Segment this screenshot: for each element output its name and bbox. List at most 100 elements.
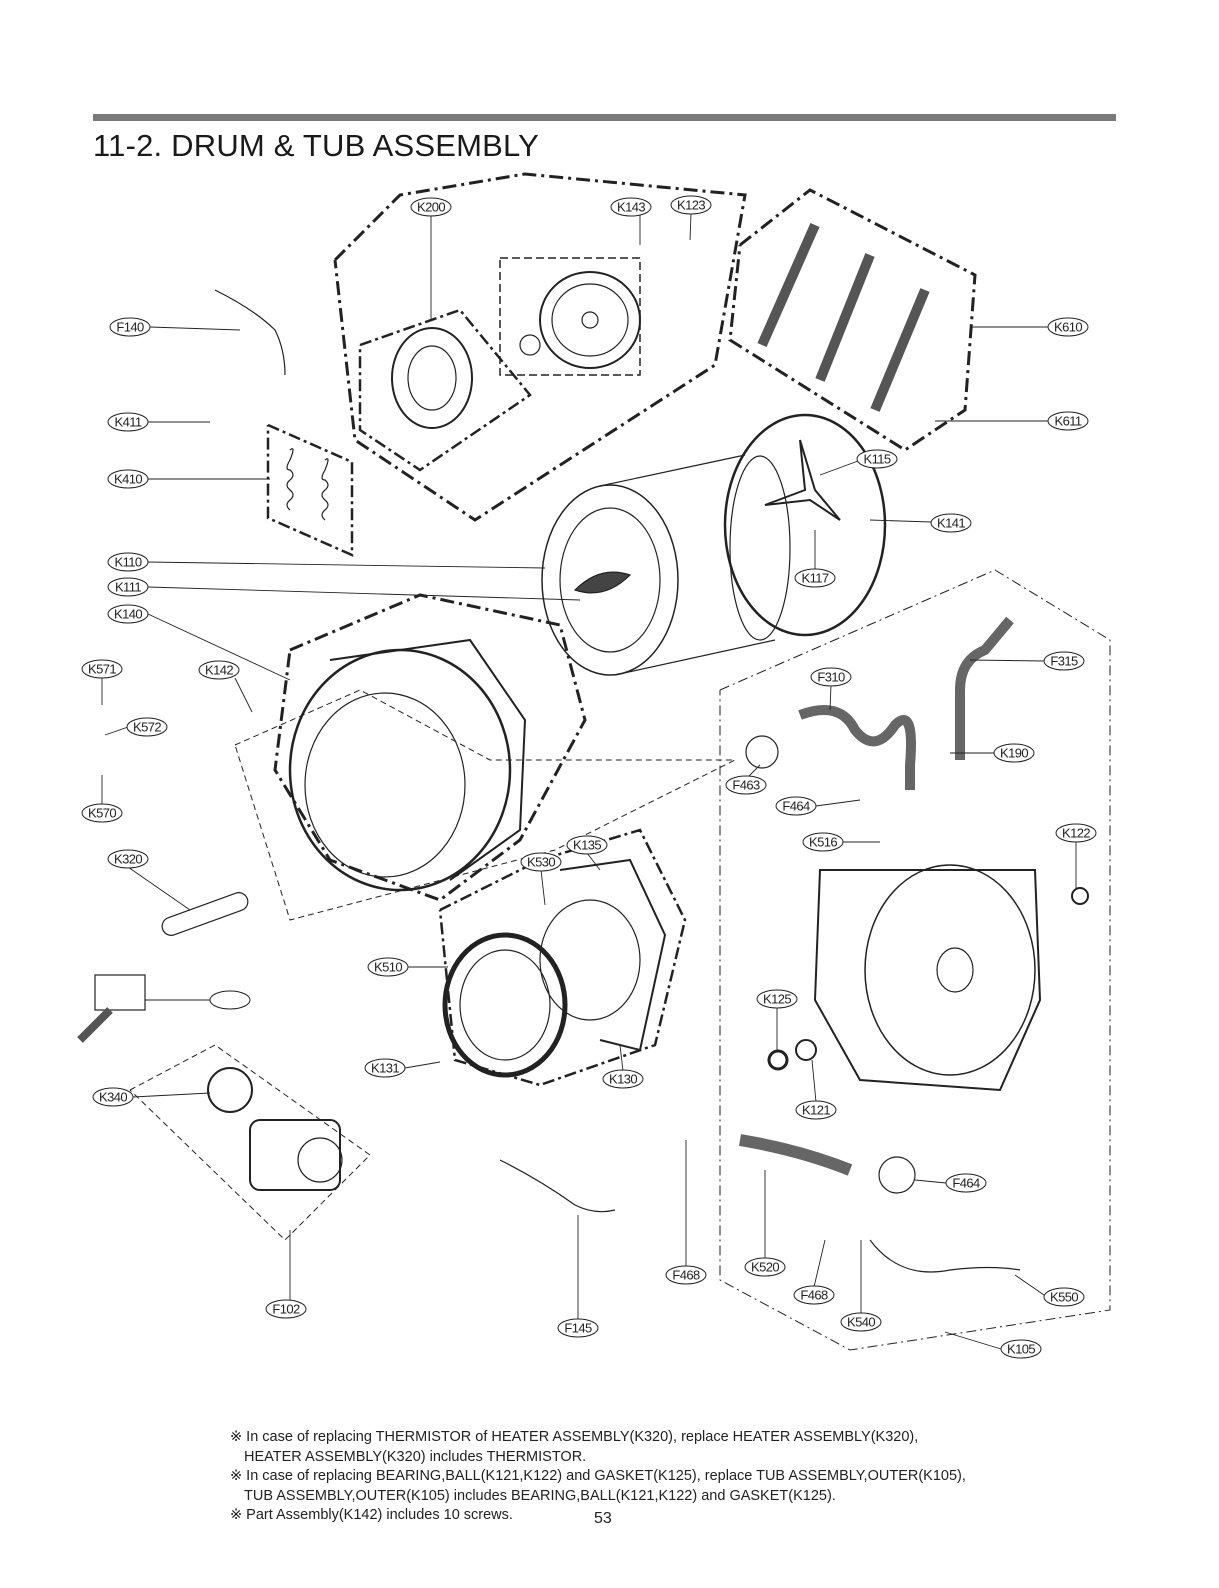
label-ellipse <box>107 604 149 624</box>
part-label-k130: K130 <box>602 1069 644 1089</box>
label-text: F468 <box>672 1268 700 1283</box>
part-label-k411: K411 <box>107 412 149 432</box>
group-boundary-dampers <box>728 188 977 452</box>
page-title: 11-2. DRUM & TUB ASSEMBLY <box>93 128 540 163</box>
part-label-k571: K571 <box>81 659 123 679</box>
label-text: K520 <box>751 1260 779 1275</box>
label-ellipse <box>92 1087 134 1107</box>
damper-part <box>870 288 930 412</box>
door-gasket-part <box>442 932 568 1078</box>
label-ellipse <box>367 957 409 977</box>
part-label-k200: K200 <box>410 197 452 217</box>
label-ellipse <box>1000 1339 1042 1359</box>
part-label-k190: K190 <box>993 743 1035 763</box>
label-ellipse <box>775 796 817 816</box>
label-ellipse <box>1055 823 1097 843</box>
part-label-f468: F468 <box>793 1285 835 1305</box>
page-number: 53 <box>594 1510 612 1527</box>
label-text: F464 <box>782 799 810 814</box>
group-boundary-stator <box>358 308 532 472</box>
hose-part <box>739 1134 853 1176</box>
part-label-k340: K340 <box>92 1087 134 1107</box>
label-text: F315 <box>1050 654 1078 669</box>
label-text: K115 <box>864 452 891 467</box>
label-text: K111 <box>115 580 141 595</box>
label-text: K140 <box>114 607 142 622</box>
part-label-k105: K105 <box>1000 1339 1042 1359</box>
bearing-part <box>795 1039 817 1061</box>
part-label-k131: K131 <box>364 1058 406 1078</box>
part-label-k111: K111 <box>107 577 149 597</box>
part-label-k611: K611 <box>1047 411 1089 431</box>
label-text: F310 <box>817 670 845 685</box>
clamp-part <box>878 1156 916 1194</box>
label-text: K135 <box>573 838 601 853</box>
part-label-k121: K121 <box>795 1100 837 1120</box>
label-text: K141 <box>937 516 965 531</box>
label-ellipse <box>602 1069 644 1089</box>
note-2-cont: TUB ASSEMBLY,OUTER(K105) includes BEARIN… <box>244 1487 836 1504</box>
clamp-part <box>745 735 779 769</box>
label-ellipse <box>1043 651 1085 671</box>
label-ellipse <box>725 775 767 795</box>
lifter-part <box>573 571 632 594</box>
pump-housing-part <box>249 1119 341 1191</box>
part-label-f464: F464 <box>945 1173 987 1193</box>
label-ellipse <box>107 849 149 869</box>
wire-harness-part <box>214 289 286 376</box>
front-tub-part <box>288 648 512 892</box>
label-text: F463 <box>732 778 760 793</box>
part-label-k125: K125 <box>756 989 798 1009</box>
part-label-k110: K110 <box>107 552 149 572</box>
label-ellipse <box>126 717 168 737</box>
label-ellipse <box>81 803 123 823</box>
label-ellipse <box>81 659 123 679</box>
label-text: K200 <box>417 200 445 215</box>
label-ellipse <box>107 412 149 432</box>
part-label-f145: F145 <box>557 1318 599 1338</box>
label-ellipse <box>945 1173 987 1193</box>
label-ellipse <box>993 743 1035 763</box>
sensor-wire-part <box>869 1239 1021 1273</box>
hub-part <box>519 334 541 356</box>
label-text: K320 <box>114 852 142 867</box>
part-label-k570: K570 <box>81 803 123 823</box>
part-label-k123: K123 <box>670 195 712 215</box>
damper-part <box>815 253 875 382</box>
drum-gasket-part <box>723 413 887 637</box>
part-label-k142: K142 <box>198 660 240 680</box>
label-text: K131 <box>371 1061 399 1076</box>
part-label-f310: F310 <box>810 667 852 687</box>
label-ellipse <box>794 568 836 588</box>
label-text: K570 <box>88 806 116 821</box>
part-label-f102: F102 <box>265 1299 307 1319</box>
label-ellipse <box>107 469 149 489</box>
label-text: K510 <box>374 960 402 975</box>
label-ellipse <box>810 667 852 687</box>
spring-part <box>321 458 329 521</box>
label-text: K410 <box>114 472 142 487</box>
label-text: K571 <box>88 662 116 677</box>
label-ellipse <box>802 832 844 852</box>
label-ellipse <box>1043 1287 1085 1307</box>
label-ellipse <box>756 989 798 1009</box>
label-ellipse <box>1047 317 1089 337</box>
label-text: K610 <box>1054 320 1082 335</box>
label-text: K190 <box>1000 746 1028 761</box>
part-label-f464: F464 <box>775 796 817 816</box>
part-label-k122: K122 <box>1055 823 1097 843</box>
label-text: K550 <box>1050 1290 1078 1305</box>
label-ellipse <box>1047 411 1089 431</box>
label-text: K530 <box>527 855 555 870</box>
label-ellipse <box>364 1058 406 1078</box>
part-label-k520: K520 <box>744 1257 786 1277</box>
part-label-k117: K117 <box>794 568 836 588</box>
bracket-part <box>559 858 667 1052</box>
label-ellipse <box>744 1257 786 1277</box>
label-text: K142 <box>205 663 233 678</box>
spider-part <box>764 439 841 521</box>
spring-part <box>286 448 294 511</box>
label-ellipse <box>107 552 149 572</box>
rear-tub-part <box>813 869 1042 1092</box>
